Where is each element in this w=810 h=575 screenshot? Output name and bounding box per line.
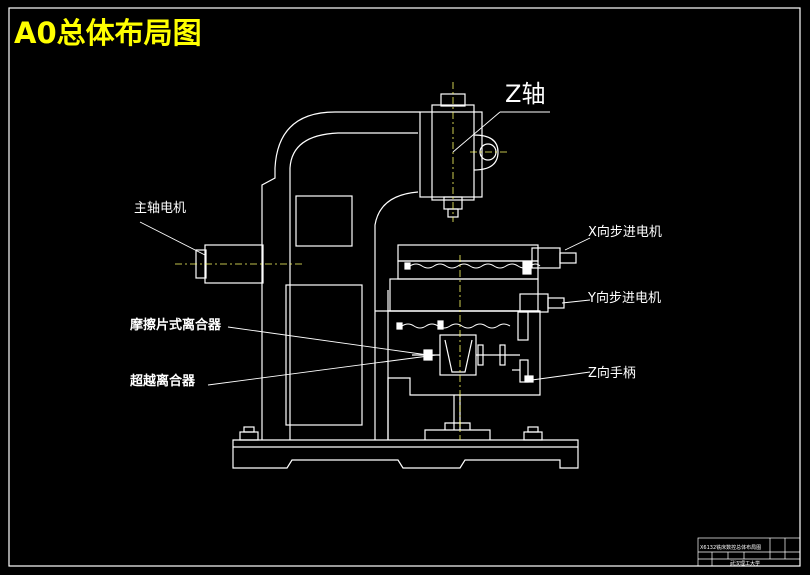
clutch-gear — [444, 339, 473, 373]
x-motor-label: X向步进电机 — [588, 224, 662, 240]
machine-knee — [375, 310, 541, 440]
screw-seat — [424, 429, 491, 440]
clutch-collar-right — [499, 344, 506, 366]
z-axis-leader — [452, 111, 501, 153]
spindle-motor-leader — [139, 221, 206, 256]
overrunning-clutch-leader — [207, 354, 437, 386]
column-front-curve — [374, 191, 419, 440]
x-motor-shaft — [559, 252, 577, 264]
base-bolt-left-head — [243, 426, 255, 433]
x-table-body — [397, 260, 539, 280]
column-inner-contour — [289, 132, 418, 440]
page-title: A0总体布局图 — [14, 16, 202, 50]
x-motor-body — [531, 247, 561, 269]
lead-screws — [401, 263, 541, 329]
friction-clutch-label: 摩擦片式离合器 — [130, 317, 222, 333]
clutch-collar-left — [477, 344, 484, 366]
screw-seat-cap — [444, 422, 471, 430]
z-head-body — [419, 111, 483, 198]
saddle — [389, 278, 539, 312]
overrunning-clutch-label: 超越离合器 — [130, 373, 196, 389]
milling-machine — [195, 93, 579, 469]
z-head-neck — [431, 104, 475, 201]
leader-lines — [139, 111, 591, 386]
base-bolt-right-head — [527, 426, 539, 433]
z-handwheel-leader — [531, 371, 591, 381]
column-lower-door — [285, 284, 363, 426]
z-handwheel-label: Z向手柄 — [588, 365, 636, 381]
y-screw-nut — [437, 320, 444, 330]
x-motor-leader — [564, 237, 591, 251]
column-upper-window — [295, 195, 353, 247]
z-head-bracket — [473, 134, 499, 171]
x-table-top — [397, 244, 539, 262]
y-motor-label: Y向步进电机 — [587, 290, 661, 306]
y-motor-shaft — [547, 297, 565, 309]
base-bolt-right — [523, 431, 543, 441]
z-axis-label: Z轴 — [505, 80, 545, 108]
title-block-drawing-name: X6132铣床数控总体布局图 — [700, 544, 761, 551]
machine-column — [261, 111, 420, 440]
y-screw-end — [396, 322, 403, 330]
title-block-school: 武汉理工大学 — [730, 560, 760, 567]
spindle-motor-label: 主轴电机 — [134, 201, 186, 216]
z-handwheel-hub — [519, 359, 529, 383]
y-lead-screw — [401, 323, 511, 329]
title-block — [697, 537, 801, 567]
machine-base — [232, 439, 579, 469]
x-table-start-block — [404, 262, 411, 270]
z-handwheel-grip — [524, 375, 534, 383]
x-lead-screw — [409, 263, 541, 269]
base-bolt-left — [239, 431, 259, 441]
friction-clutch-leader — [227, 326, 429, 356]
y-motor-mount — [517, 311, 529, 341]
y-motor-leader — [561, 299, 591, 304]
drawing-frame — [8, 7, 801, 567]
y-motor-body — [519, 293, 549, 313]
